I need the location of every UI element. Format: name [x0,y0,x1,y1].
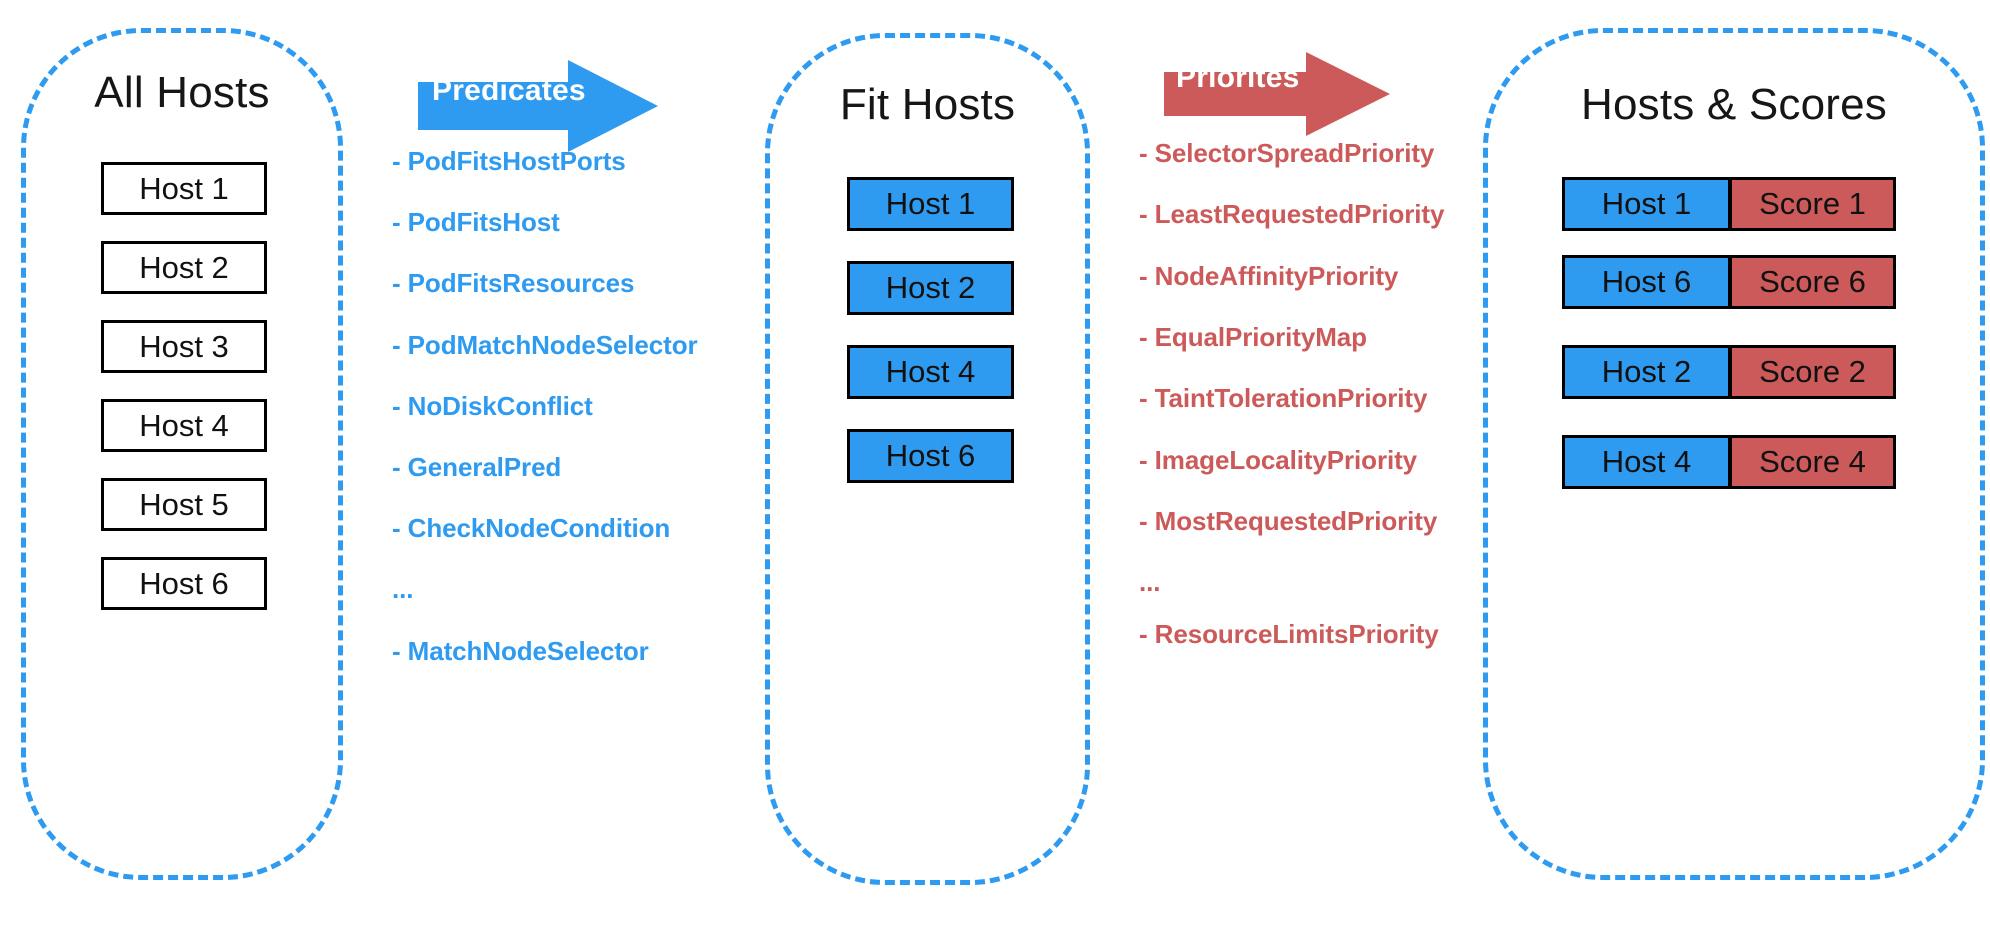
priorities-arrow [1164,52,1390,136]
priority-item: - SelectorSpreadPriority [1139,138,1435,168]
priority-item: - NodeAffinityPriority [1139,261,1399,291]
predicate-item: - NoDiskConflict [392,391,593,421]
host-box: Host 3 [101,320,267,373]
fit-host-box: Host 2 [847,261,1014,315]
host-label: Host 4 [139,407,229,443]
fit-host-box: Host 4 [847,345,1014,399]
priority-item: - ResourceLimitsPriority [1139,619,1439,649]
predicate-item: - GeneralPred [392,452,562,482]
panel-all-hosts [21,28,343,880]
panel-fit-hosts-title: Fit Hosts [839,80,1016,129]
priority-item: - TaintTolerationPriority [1139,383,1428,413]
host-box: Host 1 [101,162,267,215]
host-cell: Host 1 [1562,177,1730,231]
panel-fit-hosts [765,33,1090,885]
score-cell: Score 1 [1730,177,1896,231]
host-label: Host 2 [885,270,976,305]
host-cell: Host 4 [1562,435,1730,489]
predicate-item: - PodFitsHostPorts [392,146,626,176]
predicate-item: - PodFitsResources [392,268,635,298]
host-label: Host 3 [139,328,229,364]
host-label: Host 6 [885,438,976,473]
predicate-item: - PodMatchNodeSelector [392,330,698,360]
host-label: Host 4 [885,354,976,389]
priority-item: - EqualPriorityMap [1139,322,1367,352]
host-score-row: Host 2 Score 2 [1562,345,1896,399]
host-box: Host 5 [101,478,267,531]
host-label: Host 1 [139,170,229,206]
score-cell: Score 4 [1730,435,1896,489]
host-label: Host 6 [139,565,229,601]
host-box: Host 4 [101,399,267,452]
host-box: Host 2 [101,241,267,294]
host-score-row: Host 6 Score 6 [1562,255,1896,309]
host-label: Host 5 [139,486,229,522]
predicate-item-ellipsis: ... [392,574,414,604]
priorities-arrow-label: Priorites [1176,61,1300,94]
predicates-arrow [418,60,658,152]
fit-host-box: Host 1 [847,177,1014,231]
score-cell: Score 2 [1730,345,1896,399]
panel-hosts-scores [1483,28,1985,880]
predicate-item: - MatchNodeSelector [392,636,649,666]
predicates-arrow-label: Predicates [432,74,586,107]
predicate-item: - CheckNodeCondition [392,513,671,543]
priority-item: - LeastRequestedPriority [1139,199,1445,229]
host-label: Host 1 [885,186,976,221]
fit-host-box: Host 6 [847,429,1014,483]
host-cell: Host 6 [1562,255,1730,309]
host-label: Host 2 [139,249,229,285]
predicate-item: - PodFitsHost [392,207,560,237]
host-score-row: Host 4 Score 4 [1562,435,1896,489]
priority-item-ellipsis: ... [1139,567,1161,597]
priority-item: - ImageLocalityPriority [1139,445,1417,475]
priority-item: - MostRequestedPriority [1139,506,1438,536]
score-cell: Score 6 [1730,255,1896,309]
panel-all-hosts-title: All Hosts [94,68,270,117]
host-cell: Host 2 [1562,345,1730,399]
host-box: Host 6 [101,557,267,610]
panel-hosts-scores-title: Hosts & Scores [1580,80,1887,129]
host-score-row: Host 1 Score 1 [1562,177,1896,231]
